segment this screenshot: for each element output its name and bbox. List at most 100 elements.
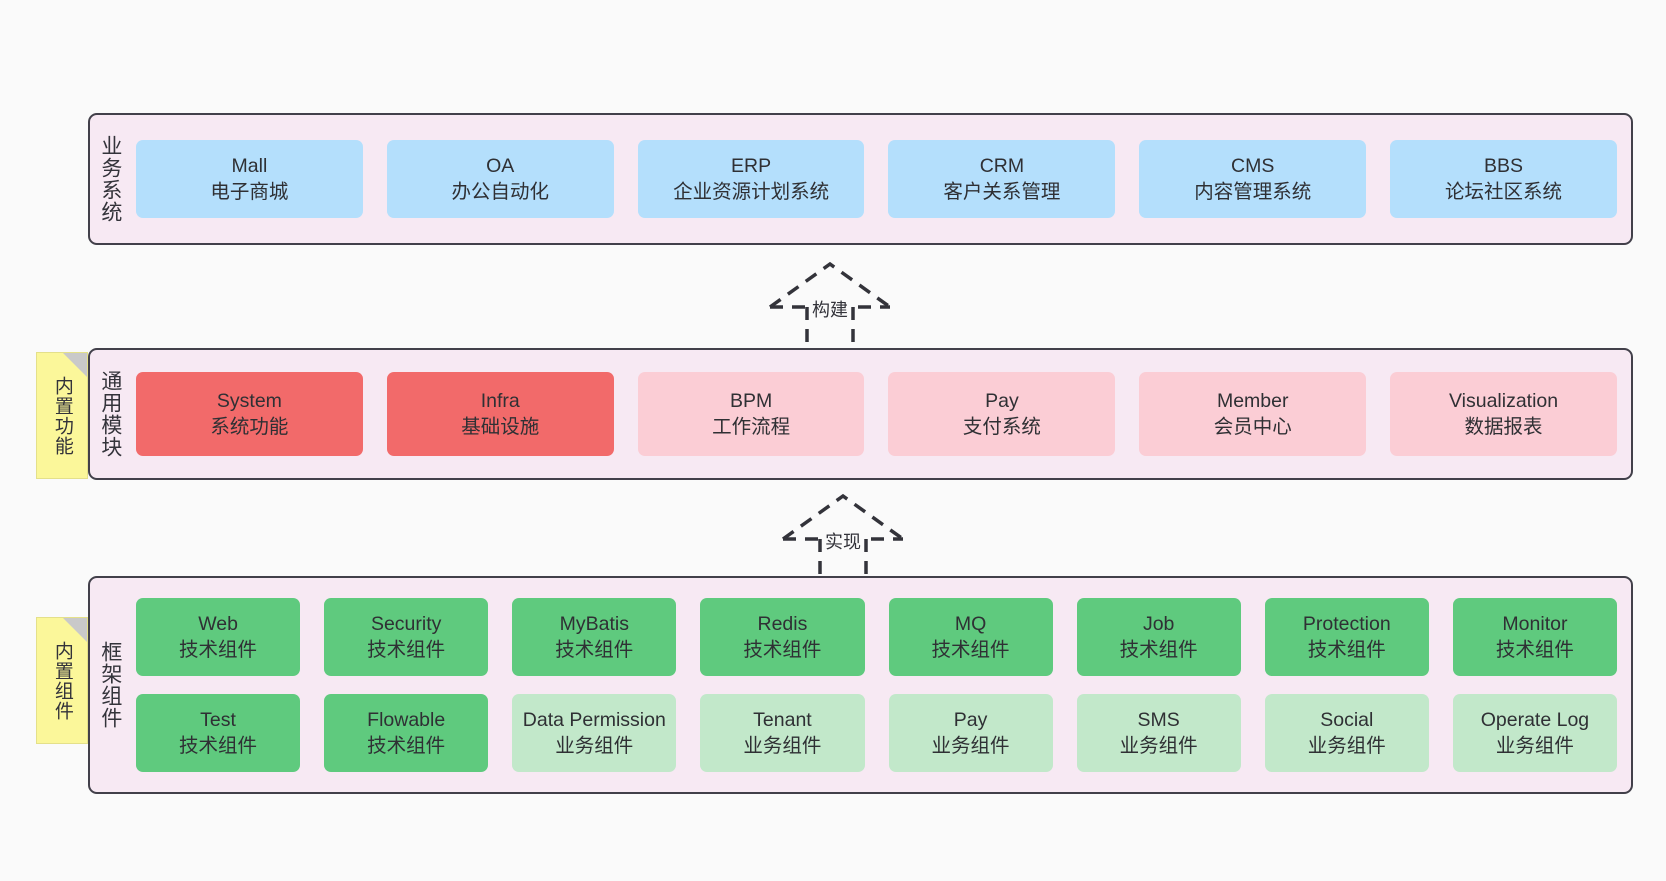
- node-title: Flowable: [367, 708, 446, 731]
- node-title: MQ: [954, 612, 987, 635]
- node-subtitle: 基础设施: [461, 416, 540, 438]
- node-subtitle: 业务组件: [931, 735, 1010, 757]
- layer-body-business: Mall 电子商城 OA 办公自动化 ERP 企业资源计划系统 CRM 客户关系…: [130, 115, 1631, 243]
- node-subtitle: 业务组件: [555, 735, 634, 757]
- sticky-note-label: 内置组件: [51, 640, 73, 721]
- node-social[interactable]: Social 业务组件: [1264, 694, 1429, 772]
- note-fold-corner: [63, 353, 87, 377]
- node-title: Test: [200, 708, 236, 731]
- node-mall[interactable]: Mall 电子商城: [136, 140, 363, 218]
- node-title: SMS: [1137, 708, 1180, 731]
- node-subtitle: 业务组件: [1495, 735, 1574, 757]
- node-title: Social: [1320, 708, 1374, 731]
- layer-title-business: 业务系统: [98, 135, 122, 223]
- node-subtitle: 企业资源计划系统: [673, 181, 830, 203]
- node-erp[interactable]: ERP 企业资源计划系统: [637, 140, 865, 218]
- node-sms[interactable]: SMS 业务组件: [1076, 694, 1241, 772]
- node-subtitle: 技术组件: [931, 639, 1010, 661]
- node-pay-module[interactable]: Pay 支付系统: [888, 372, 1116, 456]
- node-title: Web: [198, 612, 238, 635]
- node-protection[interactable]: Protection 技术组件: [1264, 598, 1429, 676]
- node-subtitle: 论坛社区系统: [1445, 181, 1563, 203]
- node-subtitle: 技术组件: [1495, 639, 1574, 661]
- node-title: Redis: [757, 612, 808, 635]
- node-security[interactable]: Security 技术组件: [324, 598, 489, 676]
- arrowhead-outline: [781, 493, 905, 541]
- node-tenant[interactable]: Tenant 业务组件: [700, 694, 865, 772]
- connector-implement-label: 实现: [823, 528, 863, 554]
- layer-panel-business: 业务系统 Mall 电子商城 OA 办公自动化 ERP 企业资源计划系统 CRM…: [88, 113, 1633, 245]
- node-title: ERP: [731, 154, 772, 177]
- node-subtitle: 技术组件: [1307, 639, 1386, 661]
- node-operate-log[interactable]: Operate Log 业务组件: [1452, 694, 1617, 772]
- note-fold-corner: [63, 618, 87, 642]
- node-data-permission[interactable]: Data Permission 业务组件: [512, 694, 677, 772]
- node-subtitle: 技术组件: [367, 735, 446, 757]
- node-subtitle: 支付系统: [962, 416, 1041, 438]
- node-mq[interactable]: MQ 技术组件: [888, 598, 1053, 676]
- node-row: Test 技术组件 Flowable 技术组件 Data Permission …: [136, 694, 1617, 772]
- node-web[interactable]: Web 技术组件: [136, 598, 301, 676]
- node-member[interactable]: Member 会员中心: [1139, 372, 1367, 456]
- node-row: Web 技术组件 Security 技术组件 MyBatis 技术组件 Redi…: [136, 598, 1617, 676]
- node-title: Mall: [231, 154, 268, 177]
- arrowhead-outline: [768, 261, 892, 309]
- node-subtitle: 系统功能: [210, 416, 289, 438]
- node-subtitle: 业务组件: [1119, 735, 1198, 757]
- sticky-note-builtin-function: 内置功能: [36, 352, 88, 479]
- layer-body-common-module: System 系统功能 Infra 基础设施 BPM 工作流程 Pay 支付系统…: [130, 350, 1631, 478]
- node-subtitle: 技术组件: [1119, 639, 1198, 661]
- node-subtitle: 办公自动化: [451, 181, 549, 203]
- layer-panel-common-module: 通用模块 System 系统功能 Infra 基础设施 BPM 工作流程 Pay…: [88, 348, 1633, 480]
- layer-title-framework: 框架组件: [98, 641, 122, 729]
- node-visualization[interactable]: Visualization 数据报表: [1390, 372, 1617, 456]
- node-subtitle: 业务组件: [743, 735, 822, 757]
- connector-implement: 实现: [773, 493, 913, 578]
- node-title: Job: [1142, 612, 1175, 635]
- layer-body-framework: Web 技术组件 Security 技术组件 MyBatis 技术组件 Redi…: [130, 578, 1631, 792]
- node-monitor[interactable]: Monitor 技术组件: [1452, 598, 1617, 676]
- node-redis[interactable]: Redis 技术组件: [700, 598, 865, 676]
- node-bbs[interactable]: BBS 论坛社区系统: [1390, 140, 1617, 218]
- node-cms[interactable]: CMS 内容管理系统: [1139, 140, 1367, 218]
- node-row: Mall 电子商城 OA 办公自动化 ERP 企业资源计划系统 CRM 客户关系…: [136, 140, 1617, 218]
- node-subtitle: 内容管理系统: [1194, 181, 1312, 203]
- connector-build: 构建: [760, 261, 900, 352]
- node-title: CMS: [1231, 154, 1275, 177]
- node-title: Pay: [953, 708, 988, 731]
- node-title: Data Permission: [522, 708, 666, 731]
- node-title: Protection: [1302, 612, 1391, 635]
- node-title: Operate Log: [1480, 708, 1590, 731]
- connector-build-label: 构建: [810, 296, 850, 322]
- node-subtitle: 数据报表: [1464, 416, 1543, 438]
- node-title: Pay: [985, 389, 1019, 412]
- node-job[interactable]: Job 技术组件: [1076, 598, 1241, 676]
- node-title: MyBatis: [559, 612, 629, 635]
- node-title: OA: [486, 154, 515, 177]
- node-infra[interactable]: Infra 基础设施: [386, 372, 614, 456]
- node-subtitle: 技术组件: [743, 639, 822, 661]
- node-test[interactable]: Test 技术组件: [136, 694, 301, 772]
- node-title: CRM: [979, 154, 1025, 177]
- node-system[interactable]: System 系统功能: [136, 372, 363, 456]
- layer-title-common-module: 通用模块: [98, 370, 122, 458]
- node-crm[interactable]: CRM 客户关系管理: [888, 140, 1116, 218]
- node-subtitle: 技术组件: [367, 639, 446, 661]
- node-pay-component[interactable]: Pay 业务组件: [888, 694, 1053, 772]
- node-subtitle: 技术组件: [179, 735, 258, 757]
- node-title: Infra: [480, 389, 520, 412]
- node-flowable[interactable]: Flowable 技术组件: [324, 694, 489, 772]
- node-bpm[interactable]: BPM 工作流程: [637, 372, 865, 456]
- node-subtitle: 会员中心: [1213, 416, 1292, 438]
- node-subtitle: 客户关系管理: [943, 181, 1061, 203]
- node-title: BBS: [1484, 154, 1524, 177]
- node-title: BPM: [729, 389, 773, 412]
- node-oa[interactable]: OA 办公自动化: [386, 140, 614, 218]
- node-row: System 系统功能 Infra 基础设施 BPM 工作流程 Pay 支付系统…: [136, 372, 1617, 456]
- node-subtitle: 工作流程: [712, 416, 791, 438]
- node-mybatis[interactable]: MyBatis 技术组件: [512, 598, 677, 676]
- node-title: Monitor: [1502, 612, 1568, 635]
- sticky-note-label: 内置功能: [51, 375, 73, 456]
- node-title: Visualization: [1448, 389, 1559, 412]
